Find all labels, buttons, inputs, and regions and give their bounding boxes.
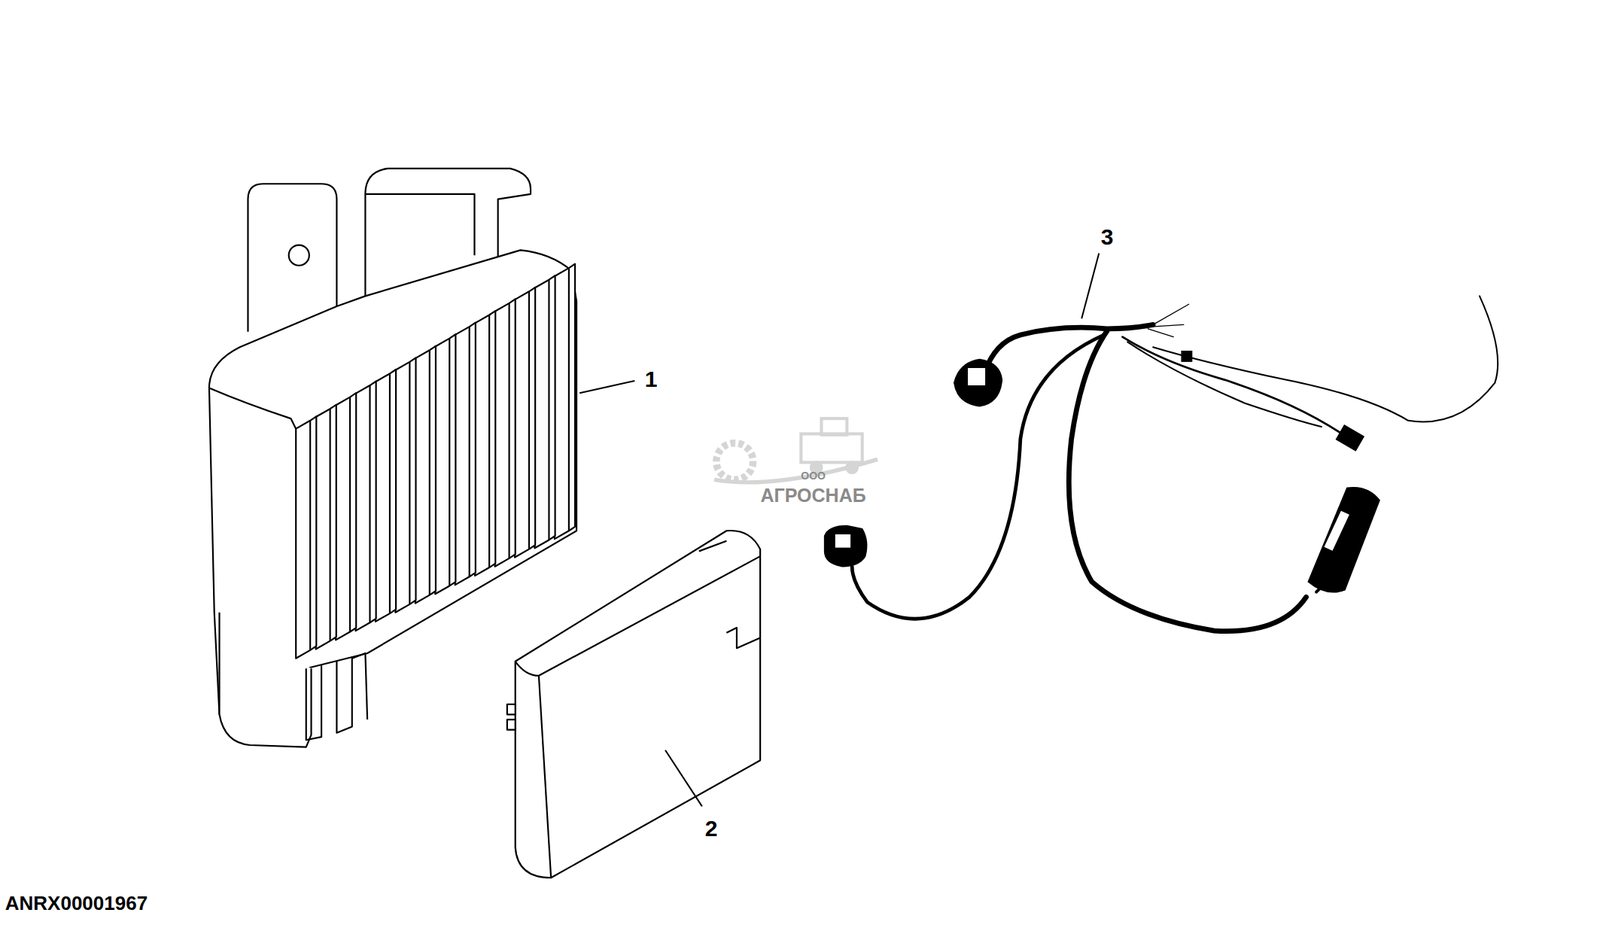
leader-line — [579, 380, 635, 393]
watermark-text: ООО — [800, 470, 826, 481]
watermark-text: АГРОСНАБ — [760, 486, 867, 505]
leader-line — [1081, 252, 1099, 319]
leader-line — [665, 750, 703, 807]
callout-number: 3 — [1101, 225, 1114, 249]
callout-number: 1 — [644, 368, 658, 391]
cover-box — [507, 530, 761, 878]
harness-connectors — [824, 351, 1381, 593]
wiring-harness — [851, 295, 1498, 631]
figure-code: ANRX00001967 — [5, 893, 148, 913]
watermark-logo — [714, 418, 878, 483]
callout-number: 2 — [705, 817, 718, 840]
